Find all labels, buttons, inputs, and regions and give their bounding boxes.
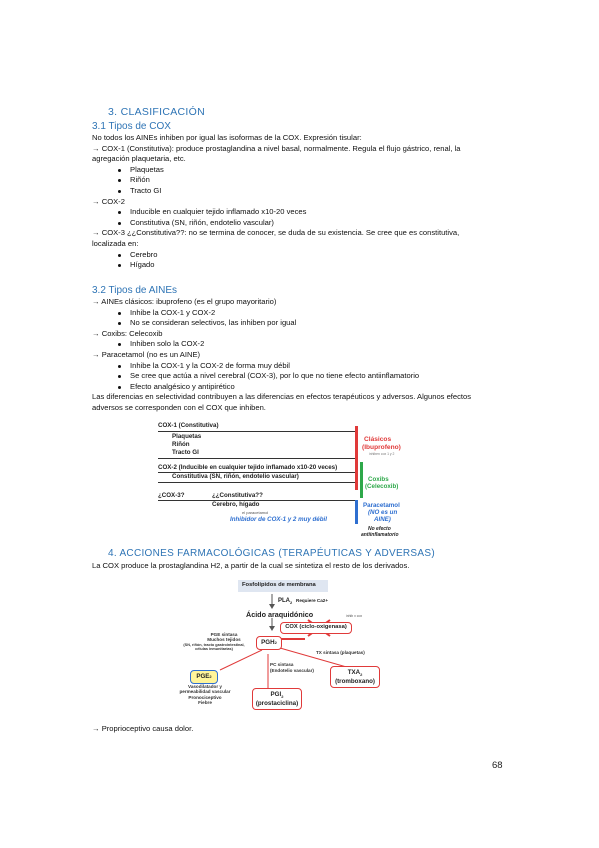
- paracetamol-list: Inhibe la COX-1 y la COX-2 de forma muy …: [92, 361, 471, 393]
- cox3-list: Cerebro Hígado: [92, 250, 460, 271]
- tx-synthase: TX sintasa (plaquetas): [316, 650, 365, 655]
- fig-rule: [158, 472, 358, 474]
- fig-para-note: Inhibidor de COX-1 y 2 muy débil: [230, 516, 327, 523]
- fig-rule: [158, 500, 358, 502]
- pge-effects: Vasodilatador y permeabilidad vascular P…: [179, 684, 231, 706]
- clasicos-sub: (Ibuprofeno): [362, 444, 401, 451]
- membrane-band: [238, 580, 328, 592]
- fig-rule: [158, 431, 358, 433]
- list-item: Inhiben solo la COX-2: [118, 339, 471, 350]
- list-item: Inhibe la COX-1 y la COX-2 de forma muy …: [118, 361, 471, 372]
- fig-cox1-title: COX-1 (Constitutiva): [158, 422, 219, 429]
- no-efecto-1: No efecto: [368, 526, 391, 532]
- fig-cox3-title: ¿COX-3?: [158, 492, 185, 499]
- list-item: Riñón: [118, 175, 460, 186]
- page-number: 68: [492, 760, 503, 771]
- pge-tissues: (SN, riñón, tracto gastrointestinal, cél…: [183, 643, 245, 652]
- cox-table-figure: COX-1 (Constitutiva) Plaquetas Riñón Tra…: [150, 420, 450, 544]
- pla2-label: PLA2: [278, 598, 293, 606]
- pge-synthase-block: PGE sintasa Muchos tejidos: [207, 632, 241, 643]
- list-item: Tracto GI: [118, 186, 460, 197]
- paracetamol-sub1: (NO es un: [368, 509, 398, 516]
- pla2-req: Requiere Ca2+: [296, 598, 329, 603]
- cox1-list: Plaquetas Riñón Tracto GI: [92, 165, 460, 197]
- final-note: → Proprioceptivo causa dolor.: [92, 724, 194, 733]
- cox3-line1: → COX-3 ¿¿Constitutiva??: no se termina …: [92, 228, 460, 238]
- membrane-label: Fosfolípidos de membrana: [242, 582, 316, 588]
- section-4-title: 4. ACCIONES FARMACOLÓGICAS (TERAPÉUTICAS…: [108, 548, 435, 559]
- clasicos-head: → AINEs clásicos: ibuprofeno (es el grup…: [92, 297, 277, 306]
- pc-where: (Endotelio vascular): [270, 668, 314, 673]
- section-3-title: 3. CLASIFICACIÓN: [108, 106, 205, 118]
- cox-types-block: No todos los AINEs inhiben por igual las…: [92, 133, 460, 271]
- list-item: Plaquetas: [118, 165, 460, 176]
- section-4-intro: La COX produce la prostaglandina H2, a p…: [92, 561, 410, 570]
- fig-cox1-row: Riñón: [172, 441, 190, 448]
- fig-para-small: el paracetamol: [242, 510, 269, 515]
- cox-note: inhib x cox: [346, 614, 363, 618]
- pgi2-box: PGI2 (prostaciclina): [252, 688, 302, 710]
- fig-rule: [158, 458, 358, 459]
- prostaglandin-synthesis-figure: Fosfolípidos de membrana PLA2 Requiere C…: [170, 580, 430, 712]
- list-item: No se consideran selectivos, las inhiben…: [118, 318, 471, 329]
- pc-synthase: PC sintasa: [270, 662, 294, 667]
- coxibs-list: Inhiben solo la COX-2: [92, 339, 471, 350]
- no-efecto-2: antiinflamatorio: [361, 532, 399, 538]
- closing-line1: Las diferencias en selectividad contribu…: [92, 392, 472, 402]
- paracetamol-label: Paracetamol: [363, 502, 400, 509]
- clasicos-note: inhiben cox 1 y 2: [369, 452, 395, 456]
- list-item: Constitutiva (SN, riñón, endotelio vascu…: [118, 218, 460, 229]
- coxibs-label: Coxibs: [368, 476, 389, 483]
- fig-cox2-row: Constitutiva (SN, riñón, endotelio vascu…: [172, 473, 299, 480]
- subsection-3-2-title: 3.2 Tipos de AINEs: [92, 285, 178, 296]
- cox-intro: No todos los AINEs inhiben por igual las…: [92, 133, 362, 142]
- list-item: Inhibe la COX-1 y COX-2: [118, 308, 471, 319]
- coxibs-head: → Coxibs: Celecoxib: [92, 328, 163, 338]
- list-item: Hígado: [118, 260, 460, 271]
- fig-cox3-mid: ¿¿Constitutiva??: [212, 492, 263, 499]
- fig-cox2-title: COX-2 (Inducible en cualquier tejido inf…: [158, 464, 338, 471]
- coxibs-bar: [360, 462, 363, 498]
- txa2-box: TXA2 (tromboxano): [330, 666, 380, 688]
- list-item: Efecto analgésico y antipirético: [118, 382, 471, 393]
- closing-line2: adversos se corresponden con el COX que …: [92, 402, 266, 412]
- fig-cox3-row: Cerebro, hígado: [212, 501, 260, 508]
- paracetamol-sub2: AINE): [374, 516, 391, 523]
- subsection-3-1-title: 3.1 Tipos de COX: [92, 121, 171, 132]
- cox1-line1: → COX-1 (Constitutiva): produce prostagl…: [92, 143, 461, 153]
- fig-rule: [158, 482, 358, 483]
- fig-cox1-row: Tracto GI: [172, 449, 199, 456]
- paracetamol-bar: [355, 500, 358, 524]
- list-item: Cerebro: [118, 250, 460, 261]
- aines-types-block: → AINEs clásicos: ibuprofeno (es el grup…: [92, 297, 471, 414]
- cox2-head: → COX-2: [92, 196, 125, 206]
- coxibs-sub: (Celecoxib): [365, 483, 399, 490]
- fig-cox1-row: Plaquetas: [172, 433, 202, 440]
- cox1-line2: agregación plaquetaria, etc.: [92, 154, 186, 164]
- clasicos-label: Clásicos: [364, 436, 392, 443]
- list-item: Se cree que actúa a nivel cerebral (COX-…: [118, 371, 471, 382]
- arachidonic-label: Ácido araquidónico: [246, 610, 314, 619]
- paracetamol-head: → Paracetamol (no es un AINE): [92, 349, 201, 359]
- clasicos-bar: [355, 426, 358, 490]
- clasicos-list: Inhibe la COX-1 y COX-2 No se consideran…: [92, 308, 471, 329]
- list-item: Inducible en cualquier tejido inflamado …: [118, 207, 460, 218]
- cox3-line2: localizada en:: [92, 238, 139, 248]
- cox2-list: Inducible en cualquier tejido inflamado …: [92, 207, 460, 228]
- cox-box: COX (ciclo-oxigenasa): [280, 622, 352, 634]
